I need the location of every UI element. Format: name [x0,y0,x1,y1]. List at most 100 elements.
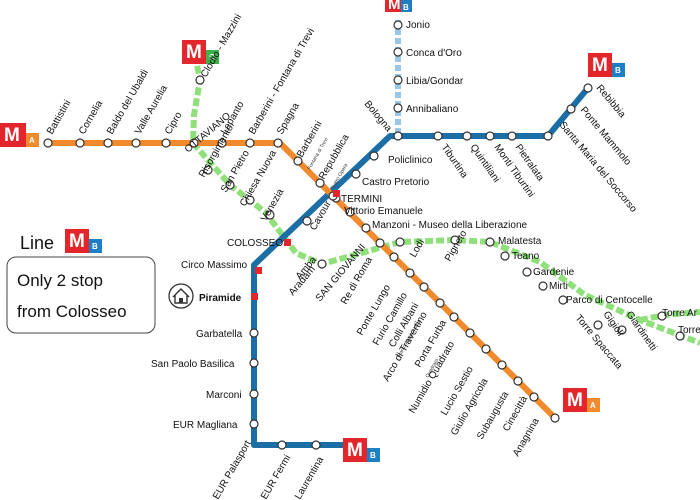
station-dot[interactable] [249,419,259,429]
station-label[interactable]: Jonio [406,20,430,31]
station-label[interactable]: Mirti [549,281,568,292]
station-dot[interactable] [317,259,327,269]
station-label[interactable]: Castro Pretorio [362,177,430,188]
station-dot[interactable] [522,267,532,277]
station-dot[interactable] [225,180,235,190]
station-label[interactable]: Vittorio Emanuele [344,206,423,217]
station-dot[interactable] [433,131,443,141]
station-dot[interactable] [43,138,53,148]
station-label[interactable]: Teano [512,251,540,262]
station-label[interactable]: Manzoni - Museo della Liberazione [372,220,528,231]
station-dot[interactable] [465,328,475,338]
station-dot[interactable] [566,104,576,114]
station-label[interactable]: EUR Fermi [259,453,293,500]
station-dot[interactable] [249,389,259,399]
station-label[interactable]: TERMINI [341,194,382,205]
station-dot[interactable] [351,169,361,179]
station-dot[interactable] [302,216,312,226]
station-label[interactable]: Spagna [275,101,302,137]
station-dot[interactable] [103,138,113,148]
station-dot[interactable] [393,103,403,113]
station-dot[interactable] [558,295,568,305]
station-dot[interactable] [361,223,371,233]
station-label[interactable]: Policlinico [388,155,433,166]
station-label[interactable]: Garbatella [196,329,243,340]
station-dot[interactable] [435,298,445,308]
station-label[interactable]: Rebibbia [594,83,628,121]
station-dot[interactable] [462,131,472,141]
station-label[interactable]: Bologna [362,99,394,135]
station-dot[interactable] [395,237,405,247]
station-dot[interactable] [500,251,510,261]
station-dot[interactable] [550,413,560,423]
station-label[interactable]: Marconi [206,390,242,401]
station-dot[interactable] [675,331,685,341]
station-dot[interactable] [265,210,275,220]
station-label[interactable]: Circo Massimo [181,260,248,271]
station-label[interactable]: Torre Ar [662,308,698,319]
station-dot[interactable] [293,156,303,166]
station-dot[interactable] [245,195,255,205]
station-dot[interactable] [419,282,429,292]
station-dot[interactable] [245,138,255,148]
station-label[interactable]: Cipro [163,110,185,137]
station-dot[interactable] [389,252,399,262]
station-dot[interactable] [449,312,459,322]
station-dot[interactable] [217,138,227,148]
station-dot[interactable] [450,235,460,245]
station-dot[interactable] [485,131,495,141]
station-dot[interactable] [203,165,213,175]
station-label[interactable]: Malatesta [498,236,542,247]
station-dot[interactable] [507,131,517,141]
station-label[interactable]: San Paolo Basilica [151,359,235,370]
station-dot[interactable] [497,360,507,370]
station-dot[interactable] [249,328,259,338]
station-label[interactable]: Cornelia [77,98,105,136]
station-dot[interactable] [405,268,415,278]
station-label[interactable]: Piramide [199,293,242,304]
station-label[interactable]: Libia/Gondar [406,76,464,87]
station-label[interactable]: COLOSSEO [227,238,283,249]
station-dot[interactable] [375,238,385,248]
station-dot[interactable] [161,138,171,148]
station-dot[interactable] [277,440,287,450]
station-dot[interactable] [273,138,283,148]
station-dot[interactable] [195,75,205,85]
station-dot[interactable] [189,138,199,148]
station-dot[interactable] [593,320,603,330]
station-dot[interactable] [311,440,321,450]
station-dot[interactable] [345,207,355,217]
station-label[interactable]: Annibaliano [406,104,459,115]
station-label[interactable]: Parco di Centocelle [566,295,653,306]
station-label[interactable]: Pigneto [443,228,470,263]
station-label[interactable]: Torre [678,325,700,336]
interchange-piramide[interactable] [251,293,258,300]
interchange-colosseo[interactable] [284,239,291,246]
station-label[interactable]: Cavour [308,199,334,233]
station-dot[interactable] [513,376,523,386]
station-dot[interactable] [249,358,259,368]
station-dot[interactable] [75,138,85,148]
station-dot[interactable] [393,131,403,141]
station-dot[interactable] [529,392,539,402]
station-dot[interactable] [617,325,627,335]
station-label[interactable]: Conca d'Oro [406,48,462,59]
station-dot[interactable] [131,138,141,148]
station-dot[interactable] [485,237,495,247]
station-dot[interactable] [393,47,403,57]
station-label[interactable]: Laurentina [293,455,326,500]
station-dot[interactable] [538,281,548,291]
station-dot[interactable] [657,311,667,321]
station-label[interactable]: EUR Palasport [211,439,254,500]
station-label[interactable]: Battistini [45,98,73,136]
station-dot[interactable] [369,151,379,161]
station-dot[interactable] [543,131,553,141]
station-label[interactable]: Gardenie [533,267,575,278]
station-label[interactable]: Tiburtina [439,142,470,180]
station-dot[interactable] [481,344,491,354]
station-dot[interactable] [393,75,403,85]
interchange-circo[interactable] [255,267,262,274]
station-dot[interactable] [583,83,593,93]
interchange-termini[interactable] [333,190,340,197]
station-dot[interactable] [393,20,403,30]
